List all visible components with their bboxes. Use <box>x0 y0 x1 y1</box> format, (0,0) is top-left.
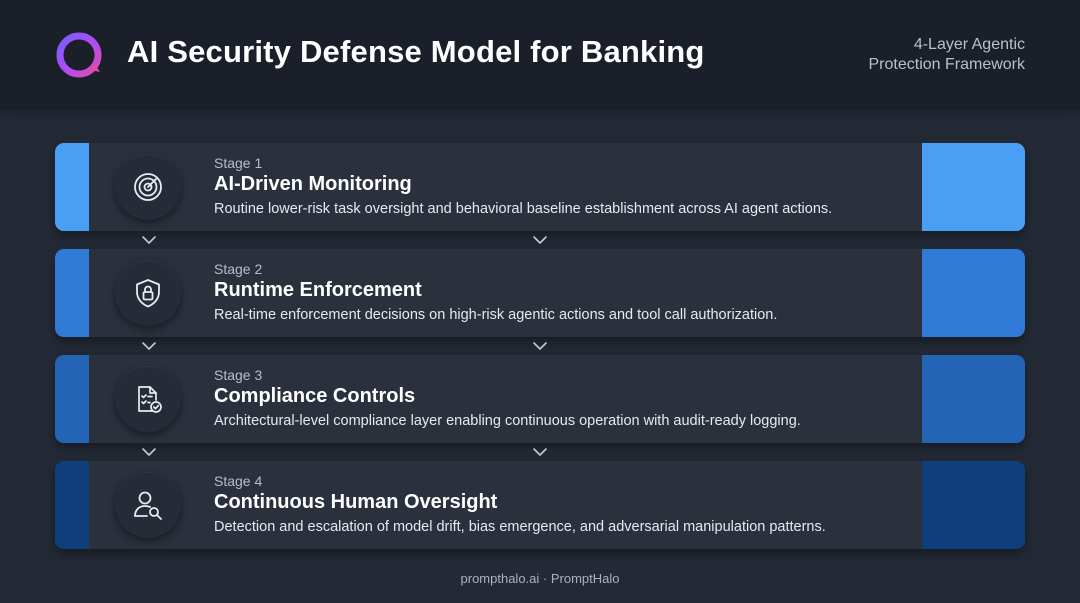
stage-1-accent-left <box>55 143 89 231</box>
prompthalo-logo-icon <box>56 32 102 78</box>
stage-2-icon-badge <box>115 260 181 326</box>
chevron-down-icon <box>533 236 547 244</box>
stage-3-title: Compliance Controls <box>214 385 416 407</box>
chevron-down-icon <box>142 236 156 244</box>
stage-3-icon-badge <box>115 366 181 432</box>
stage-card-2: Stage 2 Runtime Enforcement Real-time en… <box>55 249 1025 337</box>
stage-card-3: Stage 3 Compliance Controls Architectura… <box>55 355 1025 443</box>
stage-3-description: Architectural-level compliance layer ena… <box>214 413 801 429</box>
stage-4-description: Detection and escalation of model drift,… <box>214 519 826 535</box>
stage-1-description: Routine lower-risk task oversight and be… <box>214 201 833 217</box>
stage-3-label: Stage 3 <box>214 367 263 383</box>
page-subtitle: 4-Layer Agentic Protection Framework <box>765 35 1026 75</box>
stage-4-accent-left <box>55 461 89 549</box>
stage-1-accent-right <box>922 143 1025 231</box>
stage-2-accent-right <box>922 249 1025 337</box>
stage-3-accent-right <box>922 355 1025 443</box>
stage-2-accent-left <box>55 249 89 337</box>
stage-2-description: Real-time enforcement decisions on high-… <box>214 307 778 323</box>
chevron-down-icon <box>533 448 547 456</box>
stage-1-label: Stage 1 <box>214 155 263 171</box>
footer-credit: prompthalo.ai · PromptHalo <box>460 571 620 586</box>
stage-4-label: Stage 4 <box>214 473 263 489</box>
stage-1-title: AI-Driven Monitoring <box>214 173 412 195</box>
radar-icon <box>134 173 162 201</box>
header: AI Security Defense Model for Banking 4-… <box>0 0 1080 110</box>
chevron-down-icon <box>142 342 156 350</box>
stage-4-icon-badge <box>115 472 181 538</box>
stage-card-4: Stage 4 Continuous Human Oversight Detec… <box>55 461 1025 549</box>
stage-4-title: Continuous Human Oversight <box>214 491 498 513</box>
document-check-icon <box>138 386 162 413</box>
chevron-down-icon <box>533 342 547 350</box>
chevron-down-icon <box>142 448 156 456</box>
stage-2-title: Runtime Enforcement <box>214 279 422 301</box>
subtitle-line-1: 4-Layer Agentic <box>913 36 1025 53</box>
user-search-icon <box>134 491 162 520</box>
stage-4-accent-right <box>922 461 1025 549</box>
stage-2-label: Stage 2 <box>214 261 263 277</box>
shield-lock-icon <box>136 279 160 308</box>
subtitle-line-2: Protection Framework <box>868 56 1026 73</box>
stage-3-accent-left <box>55 355 89 443</box>
stage-1-icon-badge <box>115 154 181 220</box>
page-title: AI Security Defense Model for Banking <box>127 34 705 69</box>
stage-card-1: Stage 1 AI-Driven Monitoring Routine low… <box>55 143 1025 231</box>
